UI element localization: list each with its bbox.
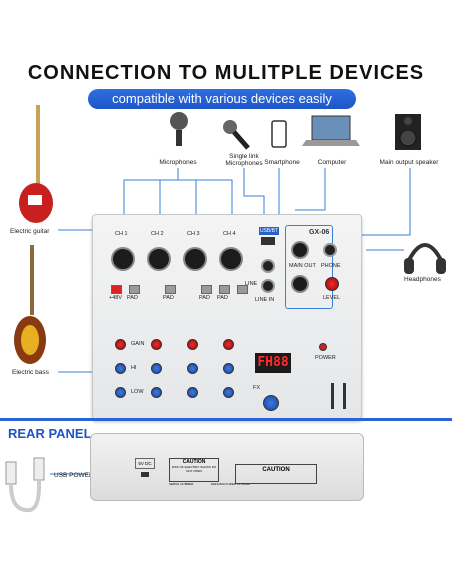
pad-label-4: PAD	[217, 295, 228, 301]
pad-button-4[interactable]	[219, 285, 230, 294]
electric-guitar-icon	[19, 105, 53, 223]
level-knob[interactable]	[325, 277, 339, 291]
master-fader-2[interactable]	[343, 383, 346, 409]
manufactured-label: MANUFACTURED IN CHINA	[211, 482, 251, 486]
phone-label: PHONE	[321, 263, 341, 269]
pad-label-1: PAD	[127, 295, 138, 301]
low-knob-1[interactable]	[115, 387, 126, 398]
caution-box-2: CAUTION	[235, 464, 317, 484]
headphones-label: Headphones	[404, 276, 441, 283]
warning-text: RISK OF ELECTRIC SHOCK DO NOT OPEN	[171, 465, 217, 473]
main-out-jack-r[interactable]	[291, 275, 309, 293]
low-knob-3[interactable]	[187, 387, 198, 398]
ch2-input-jack[interactable]	[147, 247, 171, 271]
mixer-rear-panel: 5V DC CAUTION RISK OF ELECTRIC SHOCK DO …	[90, 433, 364, 501]
electric-bass-icon	[14, 245, 46, 364]
speaker-label: Main output speaker	[379, 159, 439, 166]
bass-label: Electric bass	[12, 369, 49, 376]
low-knob-2[interactable]	[151, 387, 162, 398]
subtitle-pill: compatible with various devices easily	[88, 89, 356, 109]
guitar-label: Electric guitar	[10, 228, 50, 235]
microphones-label: Microphones	[159, 159, 197, 166]
gain-knob-1[interactable]	[115, 339, 126, 350]
computer-label: Computer	[317, 159, 347, 166]
low-label: LOW	[131, 389, 144, 395]
caution-text: CAUTION	[182, 459, 206, 465]
brand-logo: GX-06	[309, 229, 330, 236]
microphone-icon	[170, 112, 188, 146]
handheld-mic-icon	[223, 120, 250, 150]
fx-label: FX	[253, 385, 261, 391]
power-label: POWER	[315, 355, 336, 361]
rear-panel-title: REAR PANEL	[8, 426, 92, 441]
usb-power-label: USB POWER	[54, 472, 94, 479]
level-label: LEVEL	[323, 295, 341, 301]
serial-label: SERIAL NUMBER	[169, 482, 194, 486]
gain-label: GAIN	[131, 341, 145, 347]
speaker-icon	[395, 114, 421, 150]
pad-button-1[interactable]	[129, 285, 140, 294]
ch4-input-jack[interactable]	[219, 247, 243, 271]
usb-bt-badge: USB/BT	[259, 227, 279, 235]
rear-divider	[0, 418, 452, 421]
laptop-icon	[302, 115, 360, 146]
main-out-jack-l[interactable]	[291, 241, 309, 259]
ch2-label: CH 2	[151, 231, 164, 237]
line-in-label: LINE IN	[255, 297, 275, 303]
gain-knob-2[interactable]	[151, 339, 162, 350]
fx-display: FH88	[255, 353, 291, 373]
low-knob-4[interactable]	[223, 387, 234, 398]
headphones-icon	[404, 243, 446, 274]
hi-label: HI	[131, 365, 137, 371]
ch3-label: CH 3	[187, 231, 200, 237]
gain-knob-3[interactable]	[187, 339, 198, 350]
dc-port-label: 5V DC	[135, 458, 155, 469]
pad-button-2[interactable]	[165, 285, 176, 294]
pad-label-2: PAD	[163, 295, 174, 301]
phantom-button[interactable]	[111, 285, 122, 294]
usb-port[interactable]	[261, 237, 275, 245]
line-label: LINE	[245, 281, 258, 287]
smartphone-label: Smartphone	[264, 159, 300, 166]
hi-knob-3[interactable]	[187, 363, 198, 374]
page-title: CONNECTION TO MULITPLE DEVICES	[27, 62, 425, 84]
mixer-top-panel: CH 1 CH 2 CH 3 CH 4 +48V PAD PAD PAD PAD…	[92, 214, 362, 420]
gain-knob-4[interactable]	[223, 339, 234, 350]
phantom-label: +48V	[109, 295, 122, 301]
ch4-label: CH 4	[223, 231, 236, 237]
fx-knob[interactable]	[263, 395, 279, 411]
ch1-input-jack[interactable]	[111, 247, 135, 271]
hi-knob-2[interactable]	[151, 363, 162, 374]
smartphone-icon	[271, 120, 287, 148]
line-in-jack-r[interactable]	[261, 279, 275, 293]
usb-cable-icon	[5, 457, 88, 513]
pad-button-3[interactable]	[201, 285, 212, 294]
ch3-input-jack[interactable]	[183, 247, 207, 271]
main-out-label: MAIN OUT	[289, 263, 316, 269]
ch1-label: CH 1	[115, 231, 128, 237]
hi-knob-4[interactable]	[223, 363, 234, 374]
power-led	[319, 343, 327, 351]
line-in-jack-l[interactable]	[261, 259, 275, 273]
phone-jack[interactable]	[323, 243, 337, 257]
main-out-frame	[285, 225, 333, 309]
pad-label-3: PAD	[199, 295, 210, 301]
usb-power-port[interactable]	[141, 472, 149, 477]
line-button[interactable]	[237, 285, 248, 294]
hi-knob-1[interactable]	[115, 363, 126, 374]
single-link-label: Single link Microphones	[225, 153, 263, 167]
master-fader[interactable]	[331, 383, 334, 409]
caution-box: CAUTION RISK OF ELECTRIC SHOCK DO NOT OP…	[169, 458, 219, 482]
